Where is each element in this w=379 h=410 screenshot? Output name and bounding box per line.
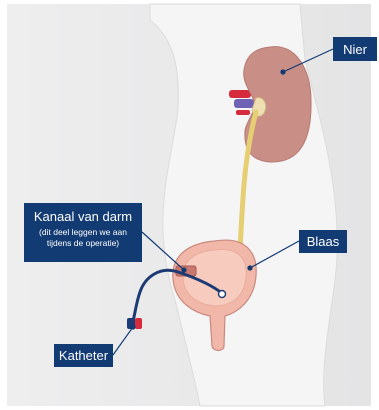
label-kanaal-sub-line-2: tijdens de operatie) [39, 238, 127, 249]
label-katheter: Katheter [54, 344, 113, 367]
label-kanaal-van-darm: Kanaal van darm (dit deel leggen we aan … [24, 203, 142, 262]
label-katheter-text: Katheter [59, 349, 108, 362]
label-nier-text: Nier [343, 43, 367, 56]
label-kanaal-subtitle: (dit deel leggen we aan tijdens de opera… [39, 227, 127, 250]
label-nier: Nier [333, 37, 377, 61]
label-blaas-text: Blaas [307, 235, 340, 248]
catheter-tip [219, 291, 226, 298]
label-kanaal-sub-line-1: (dit deel leggen we aan [39, 227, 127, 238]
label-blaas: Blaas [299, 230, 347, 253]
label-kanaal-title: Kanaal van darm [34, 210, 132, 223]
